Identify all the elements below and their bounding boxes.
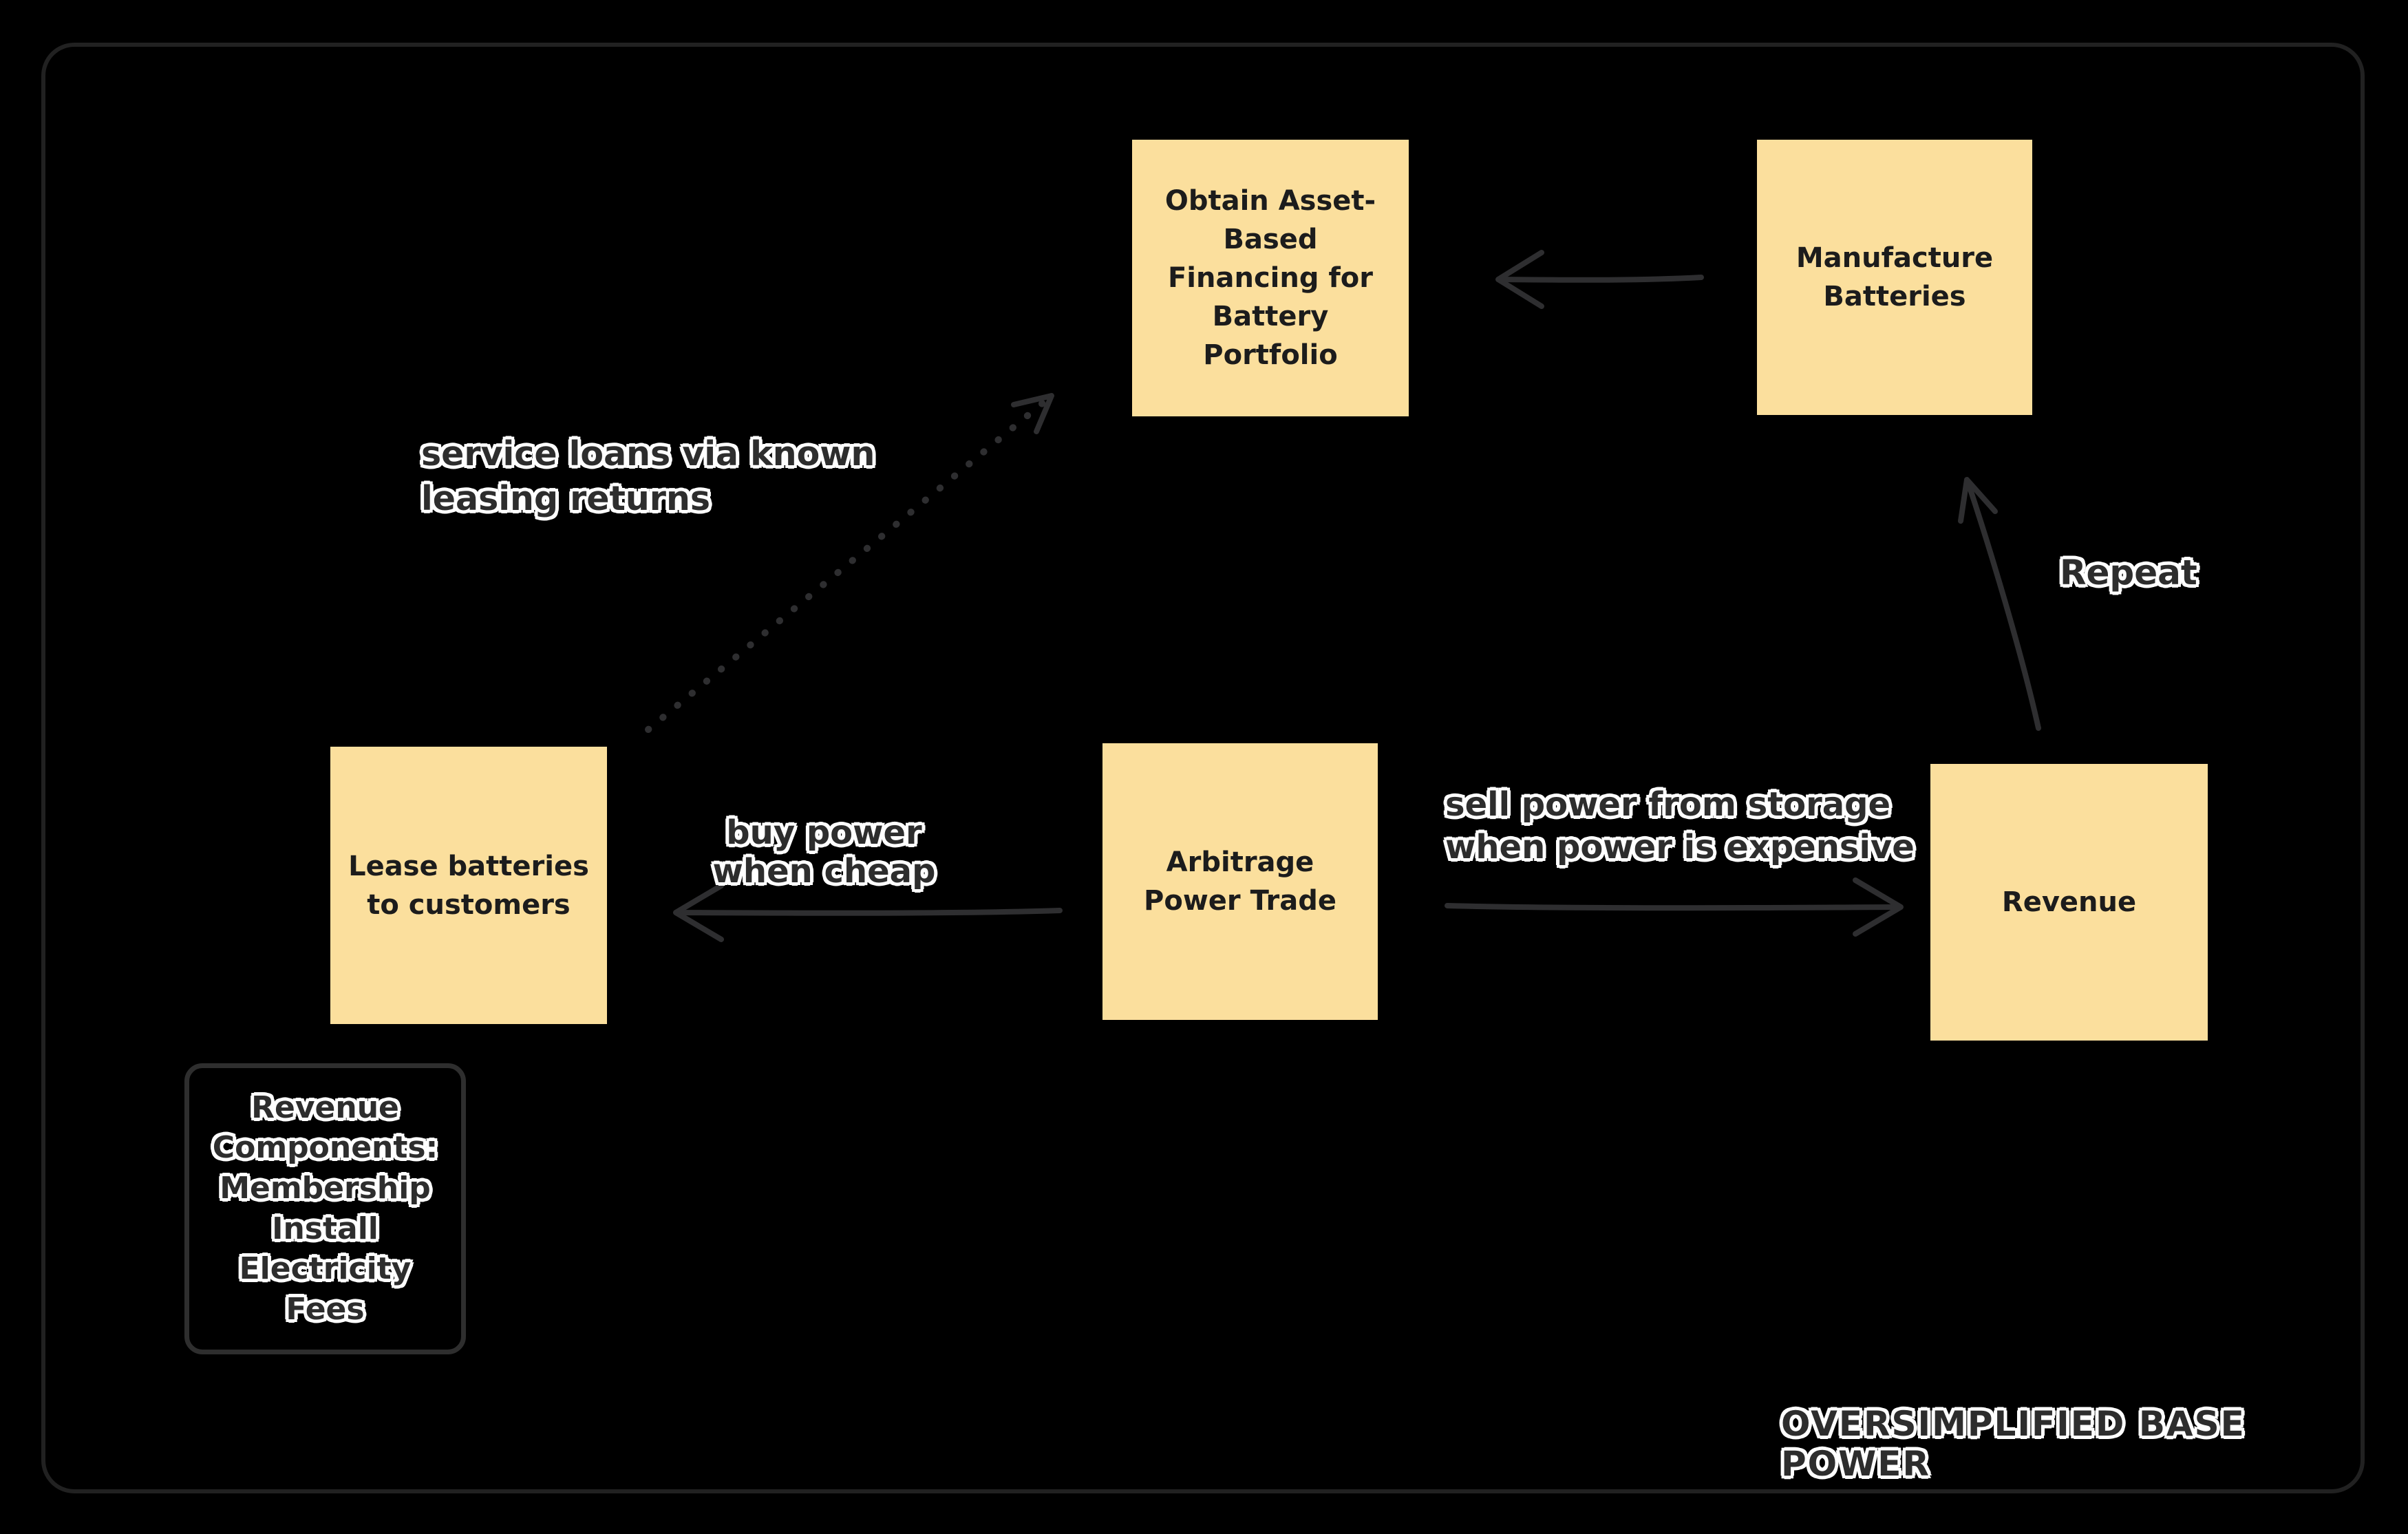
edge-label-repeat: Repeat [2060, 553, 2197, 593]
arrow-manufacture-to-financing [1495, 250, 1704, 309]
edge-label-buy-power: buy power when cheap [712, 813, 936, 891]
node-revenue-label: Revenue [2001, 886, 2137, 918]
arrow-arbitrage-to-lease [673, 883, 1063, 942]
arrow-lease-to-financing-dotted [645, 392, 1055, 733]
node-revenue: Revenue [1930, 764, 2208, 1041]
node-lease-batteries-label: Lease batteries to customers [348, 850, 589, 921]
node-arbitrage-power-trade: Arbitrage Power Trade [1102, 743, 1378, 1020]
edge-label-sell-power: sell power from storage when power is ex… [1445, 785, 1915, 867]
node-obtain-asset-financing: Obtain Asset-Based Financing for Battery… [1132, 140, 1409, 416]
node-lease-batteries: Lease batteries to customers [330, 747, 607, 1024]
arrow-revenue-to-manufacture-repeat [1958, 477, 2041, 731]
canvas-frame-border [41, 43, 2365, 1493]
edge-label-service-loans: service loans via known leasing returns [421, 434, 875, 518]
node-arbitrage-power-trade-label: Arbitrage Power Trade [1144, 846, 1336, 917]
revenue-components-note-text: Revenue Components: Membership Install E… [212, 1089, 438, 1327]
watermark-title: OVERSIMPLIFIED BASE POWER [1781, 1404, 2246, 1484]
arrow-arbitrage-to-revenue [1445, 877, 1904, 937]
node-obtain-asset-financing-label: Obtain Asset-Based Financing for Battery… [1164, 185, 1376, 371]
node-manufacture-batteries-label: Manufacture Batteries [1796, 242, 1994, 312]
node-manufacture-batteries: Manufacture Batteries [1757, 140, 2032, 415]
revenue-components-note: Revenue Components: Membership Install E… [184, 1063, 466, 1354]
